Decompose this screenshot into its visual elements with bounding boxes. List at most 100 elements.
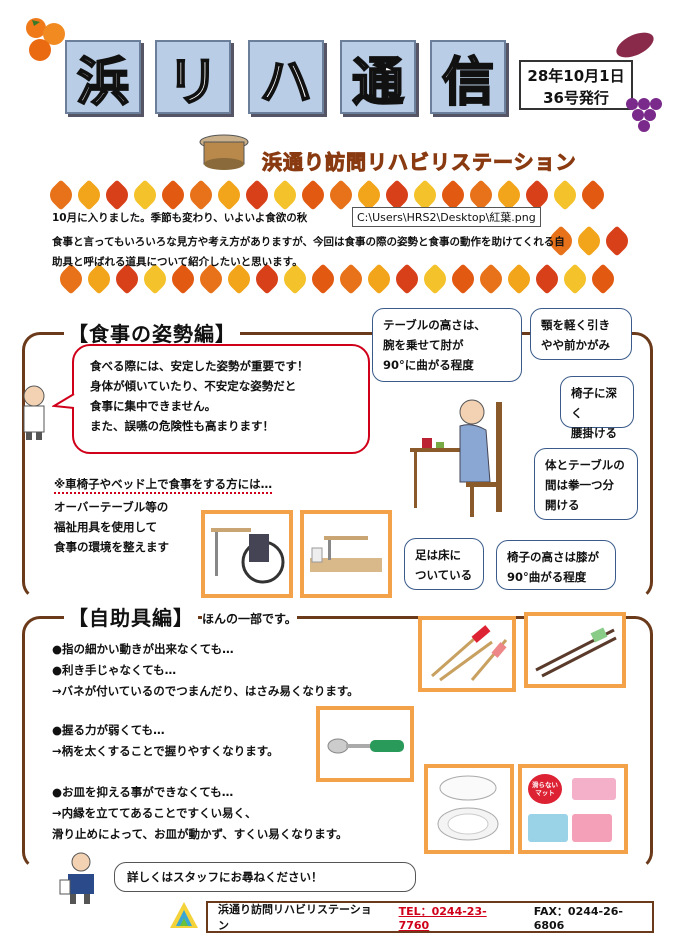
tool-3-line-2: →内縁を立ててあることですくい易く、 xyxy=(52,806,257,820)
maple-leaf-icon xyxy=(307,263,339,295)
tip-text: 腕を乗せて肘が xyxy=(383,338,464,352)
maple-leaf-icon xyxy=(493,179,525,211)
rice-pot-icon xyxy=(196,128,252,178)
autumn-leaves-bottom xyxy=(55,263,619,296)
maple-leaf-icon xyxy=(335,263,367,295)
staff-icon xyxy=(56,850,106,910)
wheelchair-line-2: 福祉用具を使用して xyxy=(54,520,158,534)
title-char-4: 通 xyxy=(340,40,416,114)
station-title: 浜通り訪問リハビリステーション xyxy=(262,150,577,175)
maple-leaf-icon xyxy=(531,263,563,295)
sweet-potato-icon xyxy=(610,25,660,69)
maple-leaf-icon xyxy=(465,179,497,211)
tip-text: 椅子に深く xyxy=(571,386,617,420)
maple-leaf-icon xyxy=(475,263,507,295)
tool-2-line-3: →柄を太くすることで握りやすくなります。 xyxy=(52,744,279,758)
maple-leaf-icon xyxy=(437,179,469,211)
tip-text: 90°に曲がる程度 xyxy=(383,358,474,372)
wheelchair-heading: ※車椅子やベッド上で食事をする方には… xyxy=(54,476,273,494)
tip-text: ついている xyxy=(415,568,473,582)
posture-speech-bubble: 食べる際には、安定した姿勢が重要です！ 身体が傾いていたり、不安定な姿勢だと 食… xyxy=(72,344,370,454)
maple-leaf-icon xyxy=(559,263,591,295)
tools-subtitle: ほんの一部です。 xyxy=(202,610,297,627)
bed-table-photo xyxy=(300,510,392,598)
maple-leaf-icon xyxy=(269,179,301,211)
tip-chin: 顎を軽く引き やや前かがみ xyxy=(530,308,632,360)
bubble-tail xyxy=(50,392,76,416)
spring-chopsticks-photo-1 xyxy=(418,616,516,692)
title-char-2: リ xyxy=(155,40,231,114)
maple-leaf-icon xyxy=(549,179,581,211)
maple-leaf-icon xyxy=(577,179,609,211)
non-slip-mat-photo: 滑らない マット xyxy=(518,764,628,854)
tip-sit-deep: 椅子に深く 腰掛ける xyxy=(560,376,634,440)
tip-text: 腰掛ける xyxy=(571,426,617,440)
tool-3-line-3: 滑り止めによって、お皿が動かず、すくい易くなります。 xyxy=(52,827,348,841)
scoop-plate-photo xyxy=(424,764,514,854)
tip-text: 間は拳一つ分 xyxy=(545,478,614,492)
maple-leaf-icon xyxy=(573,225,605,257)
maple-leaf-icon xyxy=(129,179,161,211)
maple-leaf-icon xyxy=(185,179,217,211)
bubble-line-2: 身体が傾いていたり、不安定な姿勢だと xyxy=(90,379,297,393)
doctor-icon xyxy=(14,382,54,446)
title-char-3: ハ xyxy=(248,40,324,114)
wheelchair-line-1: オーバーテーブル等の xyxy=(54,500,169,514)
maple-leaf-icon xyxy=(353,179,385,211)
maple-leaf-icon xyxy=(45,179,77,211)
intro-line-2: 食事と言ってもいろいろな見方や考え方がありますが、今回は食事の際の姿勢と食事の動… xyxy=(52,236,565,248)
tool-2-line-1: ●握る力が弱くても… xyxy=(52,723,165,737)
maple-leaf-icon xyxy=(73,179,105,211)
wheelchair-table-photo xyxy=(201,510,293,598)
footer-station-name: 浜通り訪問リハビリステーション xyxy=(218,903,372,932)
tip-chair-height: 椅子の高さは膝が 90°曲がる程度 xyxy=(496,540,616,590)
tip-text: 90°曲がる程度 xyxy=(507,570,587,584)
tip-text: 体とテーブルの xyxy=(545,458,625,472)
intro-line-3: 助具と呼ばれる道具について紹介したいと思います。 xyxy=(52,256,303,268)
posture-section-frame xyxy=(22,332,653,600)
tip-text: 顎を軽く引き xyxy=(541,318,610,332)
title-char-1: 浜 xyxy=(65,40,141,114)
maple-leaf-icon xyxy=(363,263,395,295)
station-logo-icon xyxy=(168,900,200,936)
title-char-5: 信 xyxy=(430,40,506,114)
wheelchair-line-3: 食事の環境を整えます xyxy=(54,540,169,554)
persimmon-decoration xyxy=(22,12,70,64)
tip-table-height: テーブルの高さは、 腕を乗せて肘が 90°に曲がる程度 xyxy=(372,308,522,382)
maple-leaf-icon xyxy=(587,263,619,295)
footer-tel: TEL：0244-23-7760 xyxy=(398,904,487,932)
tip-text: 椅子の高さは膝が xyxy=(507,550,599,564)
footer-fax: FAX：0244-26-6806 xyxy=(533,904,623,932)
maple-leaf-icon xyxy=(297,179,329,211)
footer-contact: 浜通り訪問リハビリステーション TEL：0244-23-7760 FAX：024… xyxy=(206,901,654,933)
tip-text: やや前かがみ xyxy=(541,338,610,352)
posture-title: 【食事の姿勢編】 xyxy=(64,318,240,347)
staff-note-bubble: 詳しくはスタッフにお尋ねください！ xyxy=(114,862,416,892)
maple-leaf-icon xyxy=(503,263,535,295)
tip-text: 足は床に xyxy=(415,548,461,562)
maple-leaf-icon xyxy=(241,179,273,211)
tip-fist-gap: 体とテーブルの 間は拳一つ分 開ける xyxy=(534,448,638,520)
maple-leaf-icon xyxy=(447,263,479,295)
tools-section-frame xyxy=(22,616,653,870)
maple-leaf-icon xyxy=(213,179,245,211)
tool-1-line-2: ●利き手じゃなくても… xyxy=(52,663,177,677)
tip-text: テーブルの高さは、 xyxy=(383,318,486,332)
maple-leaf-icon xyxy=(381,179,413,211)
date-line-2: 36号発行 xyxy=(543,89,609,107)
mat-label-badge: 滑らない マット xyxy=(528,774,562,804)
maple-leaf-icon xyxy=(601,225,633,257)
date-line-1: 28年10月1日 xyxy=(527,67,625,85)
maple-leaf-icon xyxy=(101,179,133,211)
tool-3-line-1: ●お皿を抑える事ができなくても… xyxy=(52,785,234,799)
bubble-line-3: 食事に集中できません。 xyxy=(90,399,217,413)
staff-note-text: 詳しくはスタッフにお尋ねください！ xyxy=(127,870,323,884)
tools-title: 【自助具編】 xyxy=(64,602,198,631)
tip-feet: 足は床に ついている xyxy=(404,538,484,590)
tool-1-line-3: →バネが付いているのでつまんだり、はさみ易くなります。 xyxy=(52,684,359,698)
maple-leaf-icon xyxy=(157,179,189,211)
thick-spoon-photo xyxy=(316,706,414,782)
maple-leaf-icon xyxy=(409,179,441,211)
bubble-line-4: また、誤嚥の危険性も高まります！ xyxy=(90,419,274,433)
issue-date: 28年10月1日 36号発行 xyxy=(519,60,633,110)
